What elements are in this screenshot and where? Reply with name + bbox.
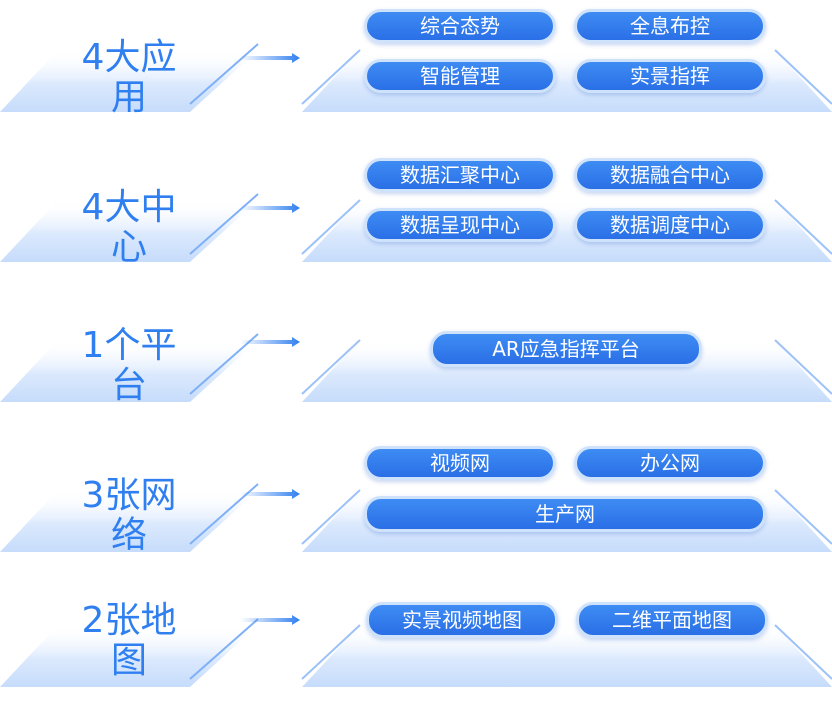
arrow-icon (240, 489, 300, 499)
item-pill: 综合态势 (364, 9, 556, 43)
layer-centers: 4大中心 数据汇聚中心 数据融合中心 数据呈现中心 数据调度中心 (0, 150, 832, 280)
layer-maps: 2张地图 实景视频地图 二维平面地图 (0, 575, 832, 705)
item-pill: 数据呈现中心 (364, 208, 556, 242)
item-pill: 数据汇聚中心 (364, 158, 556, 192)
item-pill: 实景视频地图 (366, 602, 558, 638)
item-pill: 办公网 (574, 446, 766, 480)
item-pill: 数据融合中心 (574, 158, 766, 192)
layer-networks: 3张网络 视频网 办公网 生产网 (0, 440, 832, 570)
item-pill: 生产网 (364, 496, 766, 532)
arrow-icon (240, 53, 300, 63)
layer-platform: 1个平台 AR应急指挥平台 (0, 290, 832, 420)
item-pill: 全息布控 (574, 9, 766, 43)
arrow-icon (240, 615, 300, 625)
layer-label: 2张地图 (81, 600, 177, 681)
layer-label: 3张网络 (81, 475, 177, 556)
arrow-icon (240, 337, 300, 347)
layer-plate (0, 615, 832, 689)
layer-apps: 4大应用 综合态势 全息布控 智能管理 实景指挥 (0, 0, 832, 130)
item-pill: 实景指挥 (574, 59, 766, 93)
layer-label: 1个平台 (81, 325, 177, 406)
arrow-icon (240, 203, 300, 213)
item-pill: 视频网 (364, 446, 556, 480)
item-pill: 数据调度中心 (574, 208, 766, 242)
item-pill: 智能管理 (364, 59, 556, 93)
item-pill: 二维平面地图 (576, 602, 768, 638)
layer-label: 4大中心 (81, 187, 177, 268)
item-pill: AR应急指挥平台 (430, 331, 702, 367)
layer-label: 4大应用 (81, 37, 177, 118)
